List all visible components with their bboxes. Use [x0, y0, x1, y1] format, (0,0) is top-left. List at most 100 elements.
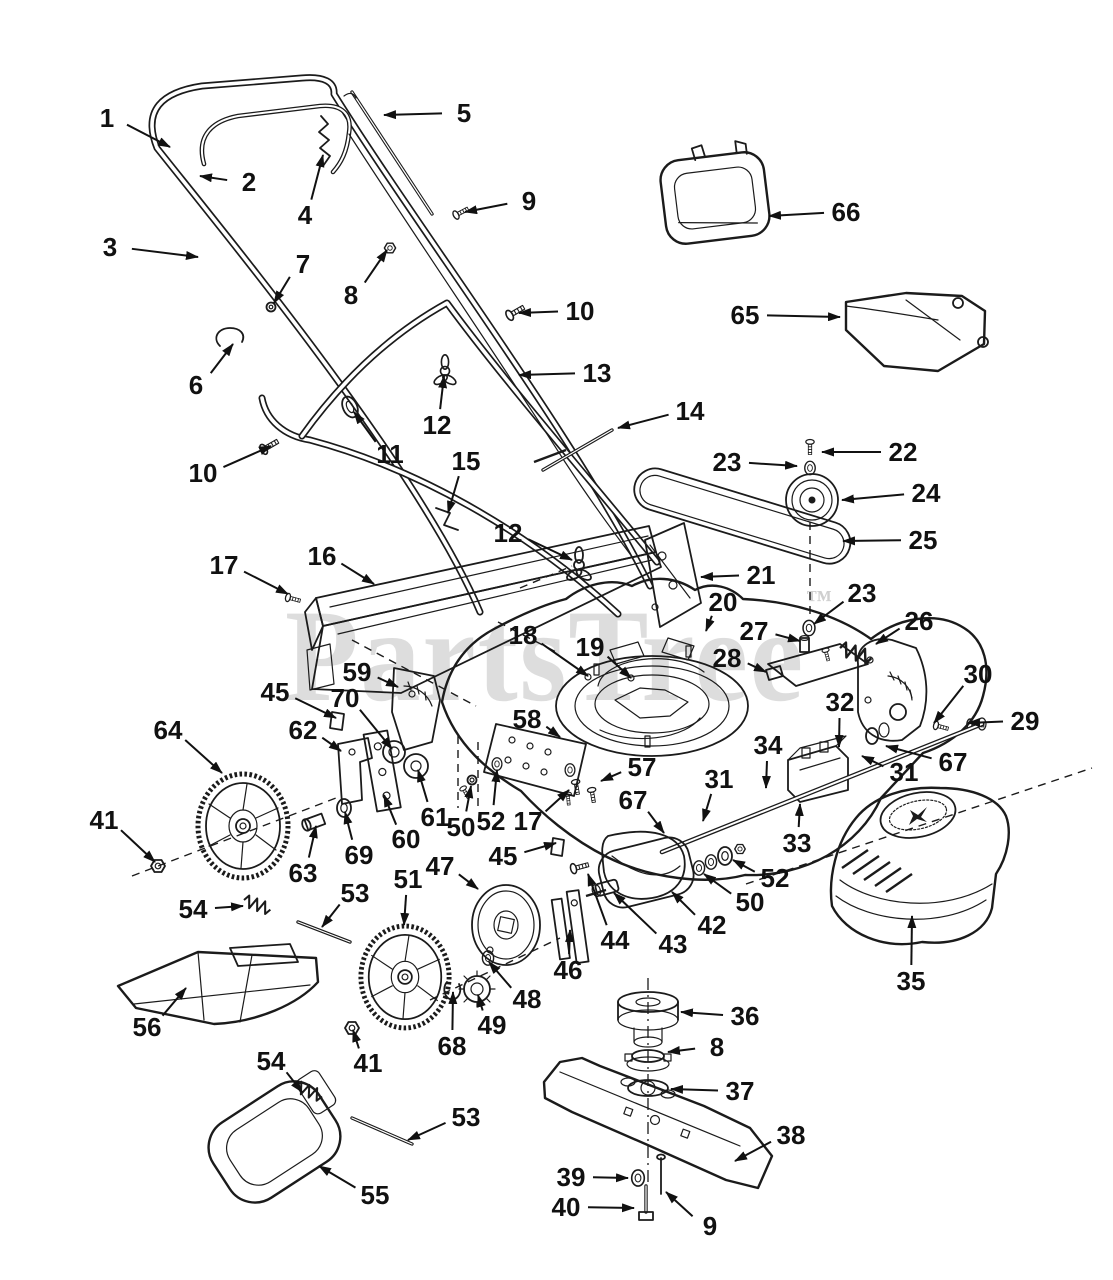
callout-leader-line — [933, 685, 965, 724]
part-number-label: 42 — [698, 910, 727, 940]
part-callout-20: 20 — [705, 587, 737, 632]
callout-leader-line — [775, 633, 801, 643]
callout-leader-line — [761, 760, 771, 789]
part-callout-31: 31 — [861, 755, 918, 787]
part-callout-69: 69 — [343, 811, 374, 870]
part-number-label: 36 — [731, 1001, 760, 1031]
part-callout-31: 31 — [702, 764, 733, 822]
callout-leader-line — [294, 697, 337, 719]
part-number-label: 6 — [189, 370, 203, 400]
part-number-label: 25 — [909, 525, 938, 555]
part-callout-10: 10 — [189, 445, 272, 488]
part-callout-57: 57 — [600, 752, 657, 782]
part-callout-53: 53 — [321, 878, 370, 928]
part-callout-39: 39 — [557, 1162, 629, 1192]
part-number-label: 33 — [783, 828, 812, 858]
part-callout-40: 40 — [552, 1192, 635, 1222]
part-number-label: 65 — [731, 300, 760, 330]
callout-leader-line — [565, 929, 575, 955]
part-callout-16: 16 — [308, 541, 375, 585]
callout-leader-line — [700, 572, 740, 582]
callout-leader-line — [199, 173, 228, 183]
part-number-label: 55 — [361, 1180, 390, 1210]
part-number-label: 66 — [832, 197, 861, 227]
part-number-label: 53 — [452, 1102, 481, 1132]
blade-assembly-drawing — [542, 978, 774, 1221]
part-callout-68: 68 — [438, 991, 466, 1061]
part-number-label: 56 — [133, 1012, 162, 1042]
callout-leader-line — [545, 725, 561, 738]
callout-leader-line — [400, 894, 410, 926]
part-callout-22: 22 — [821, 437, 917, 467]
part-callout-21: 21 — [700, 560, 775, 590]
part-number-label: 7 — [296, 249, 310, 279]
part-callout-56: 56 — [133, 987, 187, 1042]
part-callout-52: 52 — [732, 859, 790, 893]
rear-cover-drawing — [659, 140, 771, 245]
callout-leader-line — [885, 744, 932, 760]
part-number-label: 17 — [210, 550, 239, 580]
callout-leader-line — [527, 538, 573, 561]
callout-leader-line — [875, 627, 901, 645]
part-number-label: 61 — [421, 802, 450, 832]
callout-leader-line — [120, 829, 156, 863]
callout-leader-line — [667, 1046, 696, 1055]
callout-leader-line — [842, 536, 902, 546]
part-callout-26: 26 — [875, 606, 933, 645]
part-callout-41: 41 — [352, 1029, 382, 1078]
callout-leader-line — [438, 375, 448, 410]
part-callout-6: 6 — [189, 343, 234, 400]
part-callout-7: 7 — [273, 249, 310, 304]
part-callout-62: 62 — [289, 715, 342, 752]
callout-leader-line — [544, 789, 570, 813]
part-callout-54: 54 — [257, 1046, 303, 1093]
callout-leader-line — [318, 1165, 356, 1189]
part-callout-41: 41 — [90, 805, 156, 863]
callout-leader-line — [417, 769, 429, 803]
part-number-label: 15 — [452, 446, 481, 476]
part-callout-38: 38 — [734, 1120, 805, 1162]
callout-leader-line — [766, 312, 841, 322]
part-number-label: 9 — [522, 186, 536, 216]
callout-leader-line — [383, 794, 398, 826]
callout-leader-line — [491, 769, 501, 806]
callout-leader-line — [705, 615, 715, 632]
callout-leader-line — [592, 1173, 629, 1183]
engine-mount-plate-drawing — [765, 634, 875, 687]
part-number-label: 70 — [331, 683, 360, 713]
callout-leader-line — [488, 961, 512, 989]
callout-leader-line — [518, 370, 576, 380]
part-callout-24: 24 — [841, 478, 941, 508]
part-number-label: 23 — [713, 447, 742, 477]
part-callout-45: 45 — [489, 841, 557, 871]
part-number-label: 46 — [554, 955, 583, 985]
callout-leader-line — [747, 662, 767, 673]
part-number-label: 43 — [659, 929, 688, 959]
part-number-label: 53 — [341, 878, 370, 908]
belt-cover-drawing — [829, 786, 1010, 946]
part-callout-37: 37 — [670, 1076, 754, 1106]
part-callout-66: 66 — [768, 197, 861, 227]
part-number-label: 12 — [423, 410, 452, 440]
idler-bracket-drawing — [644, 522, 702, 628]
part-callout-64: 64 — [154, 715, 223, 774]
part-number-label: 57 — [628, 752, 657, 782]
callout-leader-line — [243, 570, 289, 595]
callout-leader-line — [214, 902, 244, 912]
part-number-label: 69 — [345, 840, 374, 870]
part-number-label: 12 — [494, 518, 523, 548]
part-callout-34: 34 — [754, 730, 783, 789]
callout-leader-line — [600, 771, 622, 782]
callout-leader-line — [353, 411, 377, 443]
part-callout-27: 27 — [740, 616, 801, 646]
part-callout-2: 2 — [199, 167, 256, 197]
part-number-label: 59 — [343, 657, 372, 687]
callout-leader-line — [671, 891, 696, 916]
callout-leader-line — [587, 1203, 635, 1213]
part-callout-9: 9 — [665, 1191, 717, 1241]
part-number-label: 52 — [761, 863, 790, 893]
part-callout-33: 33 — [783, 803, 812, 858]
part-callout-17: 17 — [210, 550, 289, 595]
part-number-label: 63 — [289, 858, 318, 888]
